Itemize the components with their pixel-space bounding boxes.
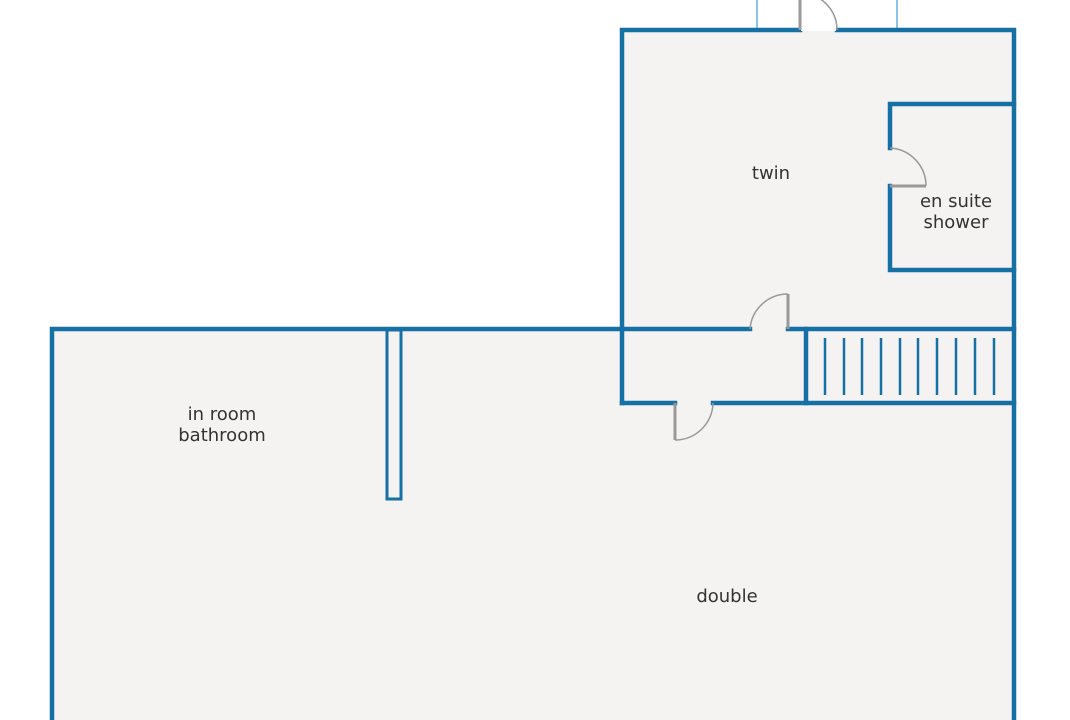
twin-door[interactable] [749,293,790,330]
room-label-twin: twin [752,163,790,184]
room-label-en-suite: en suite [920,191,992,212]
room-label-en-suite-2: shower [924,212,990,233]
double-floor [52,329,1014,720]
bathroom-partition [385,328,403,501]
room-label-bathroom-2: bathroom [178,425,266,446]
middle-wall-left [49,326,753,720]
en-suite-door[interactable] [889,147,927,188]
twin-top-wall-right [834,27,1017,720]
en-suite-wall-bottom [887,183,1017,273]
double-door[interactable] [673,402,714,441]
doors [673,0,927,441]
room-label-double: double [696,586,757,607]
room-label-bathroom: in room [188,404,257,425]
stairs [823,338,996,395]
twin-top-wall-left [619,27,803,406]
walls [49,27,1017,720]
en-suite-wall-top [887,101,1017,151]
floor-fills [52,30,1014,720]
entrance-door[interactable] [798,0,838,31]
windows [756,0,898,28]
